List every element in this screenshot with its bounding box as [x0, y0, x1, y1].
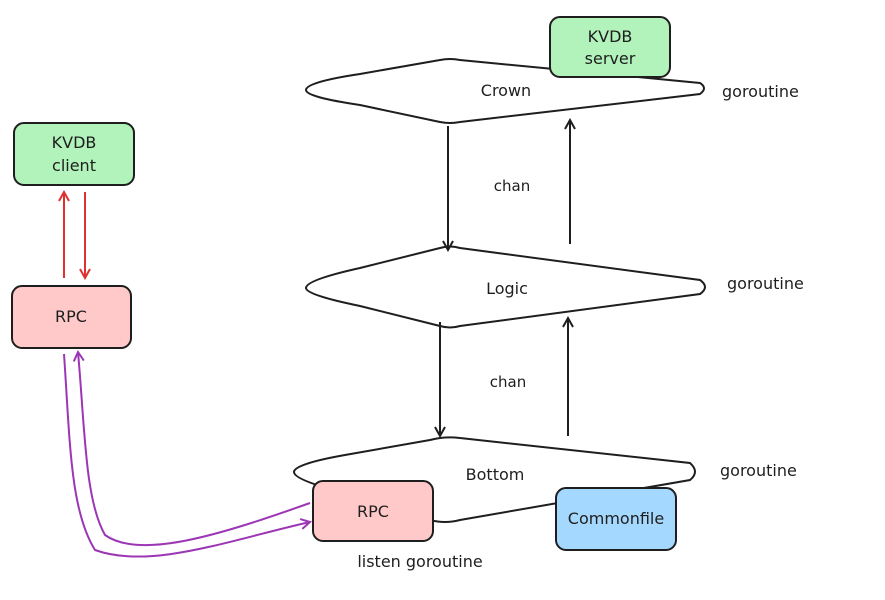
- goroutine-crown-label: goroutine: [722, 82, 799, 101]
- kvdb-client-node: KVDB client: [13, 122, 135, 186]
- kvdb-client-label-2: client: [52, 156, 96, 175]
- commonfile-label: Commonfile: [568, 509, 664, 528]
- chan-upper-label: chan: [494, 177, 530, 195]
- rpc-bottom-to-rpc-left-arrow: [78, 352, 311, 547]
- listen-goroutine-label: listen goroutine: [357, 552, 482, 571]
- chan-lower-label: chan: [490, 373, 526, 391]
- goroutine-logic-label: goroutine: [727, 274, 804, 293]
- logic-label: Logic: [486, 279, 528, 298]
- rpc-bottom-label: RPC: [357, 502, 389, 521]
- crown-label: Crown: [481, 81, 531, 100]
- rpc-left-label: RPC: [55, 307, 87, 326]
- kvdb-server-label-2: server: [585, 49, 636, 68]
- rpc-left-to-rpc-bottom-arrow: [63, 353, 310, 558]
- kvdb-server-label-1: KVDB: [588, 27, 633, 46]
- goroutine-bottom-label: goroutine: [720, 461, 797, 480]
- commonfile-node: Commonfile: [555, 487, 677, 551]
- rpc-left-node: RPC: [11, 285, 132, 349]
- kvdb-client-label-1: KVDB: [52, 133, 97, 152]
- logic-node: Logic: [304, 245, 706, 329]
- rpc-bottom-node: RPC: [312, 480, 434, 542]
- kvdb-server-node: KVDB server: [549, 16, 671, 78]
- bottom-label: Bottom: [466, 465, 525, 484]
